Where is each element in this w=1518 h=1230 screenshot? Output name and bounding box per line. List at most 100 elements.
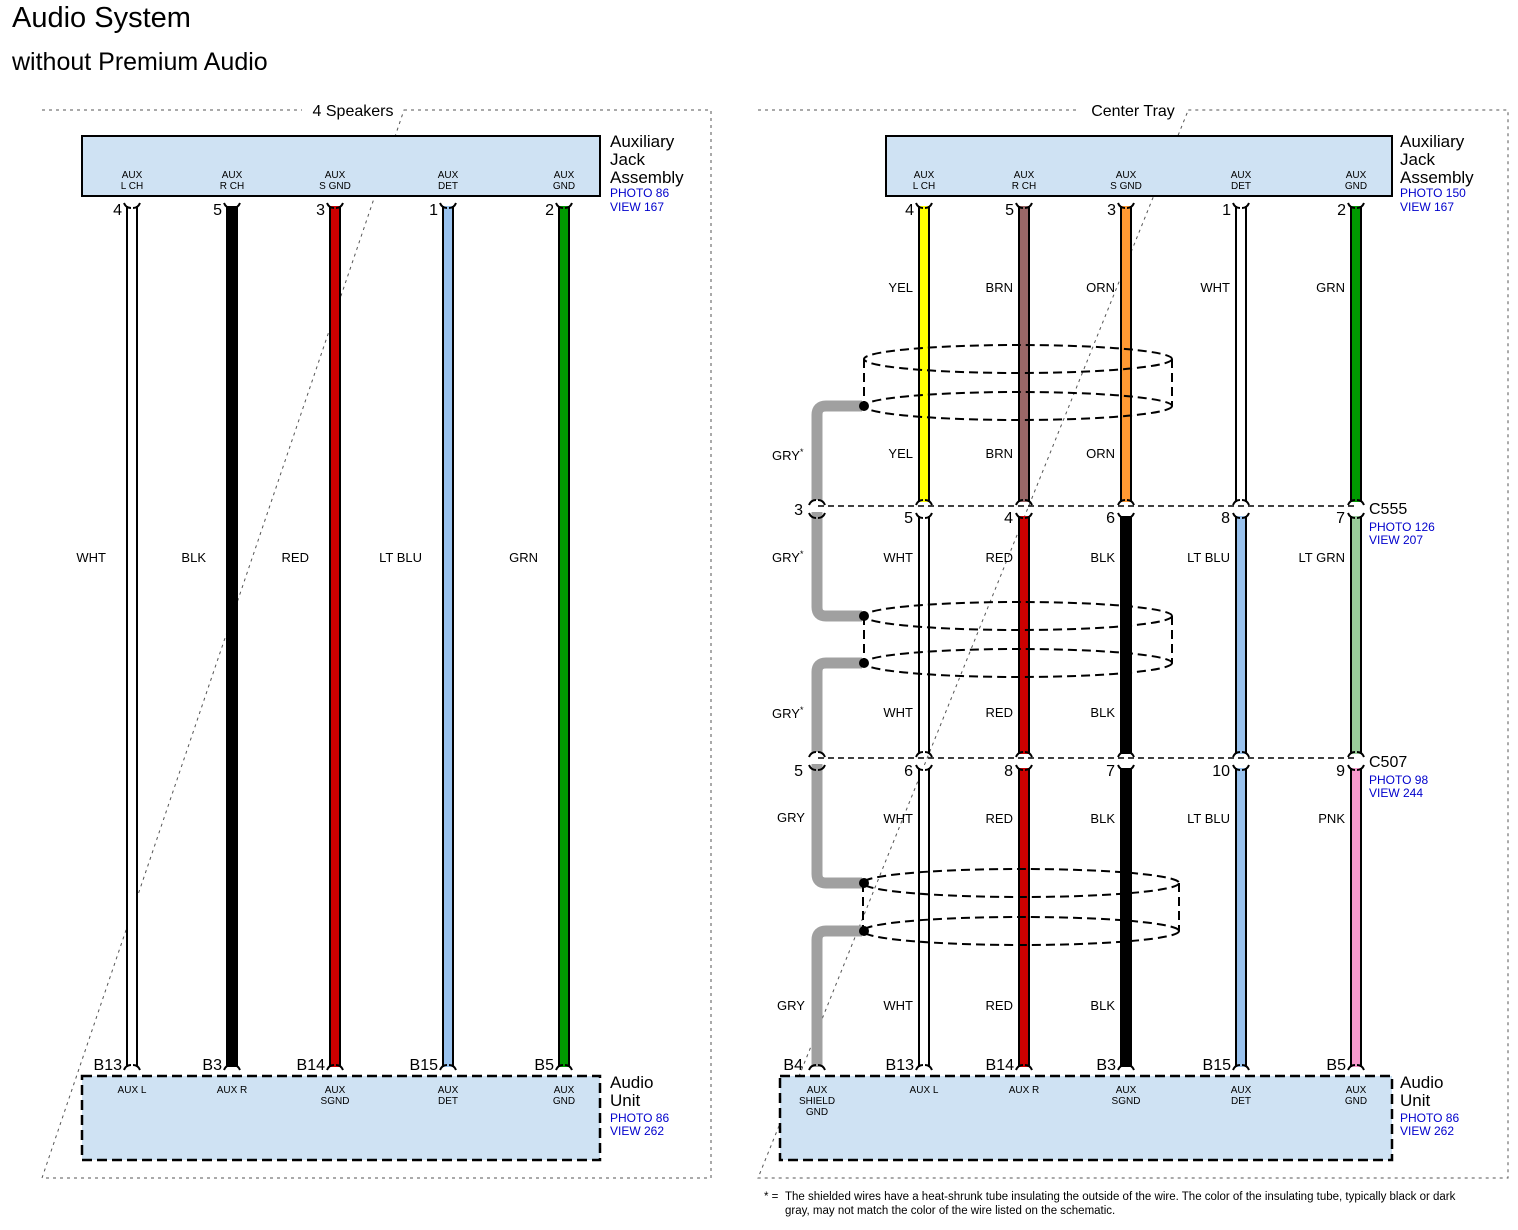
- c555-pin-cap-top: [1117, 499, 1135, 506]
- left-top-pin-number: 3: [316, 202, 325, 219]
- right-wire-color-label: WHT: [883, 705, 913, 720]
- footnote-text: The shielded wires have a heat-shrunk tu…: [785, 1191, 1456, 1217]
- shield-c555-pin-number: 3: [794, 502, 803, 519]
- right-bottom-pin-number: B5: [1326, 1057, 1346, 1074]
- shield-junction-dot: [859, 926, 869, 936]
- footnote-marker: * =: [764, 1191, 779, 1203]
- right-bottom-terminal-label: GND: [1345, 1096, 1367, 1107]
- right-bottom-terminal-label: AUX: [1346, 1085, 1367, 1096]
- page-title: Audio System: [12, 2, 191, 34]
- left-bottom-terminal-label: AUX: [554, 1085, 575, 1096]
- c555-pin-number: 4: [1004, 510, 1013, 527]
- c555-pin-cap-top: [1232, 499, 1250, 506]
- c507-pin-number: 8: [1004, 763, 1013, 780]
- shield-color-label-star: *: [800, 447, 804, 457]
- left-bottom-terminal-label: DET: [438, 1096, 458, 1107]
- left-top-terminal-label: AUX: [438, 170, 459, 181]
- left-bottom-pin-number: B3: [202, 1057, 222, 1074]
- right-wire-color-label: YEL: [888, 446, 913, 461]
- left-top-terminal-label: S GND: [319, 181, 351, 192]
- left-top-terminal-label: L CH: [121, 181, 143, 192]
- c555-pin-number: 5: [904, 510, 913, 527]
- left-wire-color-label: BLK: [181, 550, 206, 565]
- c555-pin-cap-bottom: [1117, 512, 1135, 519]
- right-audio-unit-box: [778, 1074, 1394, 1162]
- connector-c555-photo: PHOTO 126: [1369, 520, 1435, 534]
- left-top-pin-number: 5: [213, 202, 222, 219]
- right-top-terminal-label: S GND: [1110, 181, 1142, 192]
- right-top-pin-cap: [1117, 202, 1135, 209]
- left-top-pin-cap: [223, 202, 241, 209]
- left-aux-jack-name: Auxiliary: [610, 132, 675, 151]
- right-bottom-pin-cap: [1347, 1064, 1365, 1071]
- connector-c507-view: VIEW 244: [1369, 786, 1423, 800]
- right-top-terminal-label: AUX: [1346, 170, 1367, 181]
- left-top-terminal-label: DET: [438, 181, 458, 192]
- shield-junction-dot: [859, 878, 869, 888]
- right-bottom-pin-number: B13: [886, 1057, 915, 1074]
- c507-pin-cap-bottom: [1232, 764, 1250, 771]
- left-bottom-pin-cap: [123, 1064, 141, 1071]
- left-aux-jack-name: Assembly: [610, 168, 684, 187]
- right-audio-unit-photo: PHOTO 86: [1400, 1111, 1459, 1125]
- shield-junction-dot: [859, 658, 869, 668]
- right-wire-color-label: WHT: [1200, 280, 1230, 295]
- left-top-pin-number: 2: [545, 202, 554, 219]
- right-aux-jack-photo: PHOTO 150: [1400, 186, 1466, 200]
- right-top-terminal-label: AUX: [1116, 170, 1137, 181]
- right-wire-color-label: BLK: [1090, 550, 1115, 565]
- c555-pin-number: 7: [1336, 510, 1345, 527]
- shield-c555-cap-top: [808, 499, 826, 506]
- left-bottom-terminal-label: SGND: [321, 1096, 350, 1107]
- right-top-pin-number: 1: [1222, 202, 1231, 219]
- shield-color-label: GRY: [777, 810, 805, 825]
- shield-color-label: GRY*: [772, 705, 804, 721]
- left-aux-jack-photo: PHOTO 86: [610, 186, 669, 200]
- shield-bottom-pin-cap: [808, 1064, 826, 1071]
- right-wire-color-label: ORN: [1086, 280, 1115, 295]
- c555-pin-cap-bottom: [1232, 512, 1250, 519]
- right-wire-color-label: BRN: [986, 280, 1013, 295]
- c555-pin-number: 6: [1106, 510, 1115, 527]
- left-top-pin-number: 1: [429, 202, 438, 219]
- left-audio-unit-box: [80, 1074, 602, 1162]
- left-top-terminal-label: AUX: [222, 170, 243, 181]
- right-wire-color-label: WHT: [883, 550, 913, 565]
- right-wire-color-label: RED: [986, 550, 1013, 565]
- right-aux-jack-name: Auxiliary: [1400, 132, 1465, 151]
- left-aux-jack-name: Jack: [610, 150, 645, 169]
- left-wire-color-label: RED: [282, 550, 309, 565]
- right-wire-color-label: BLK: [1090, 705, 1115, 720]
- panel-right-frame: [757, 109, 1509, 1179]
- left-bottom-pin-number: B5: [534, 1057, 554, 1074]
- left-bottom-terminal-label: AUX: [325, 1085, 346, 1096]
- c507-pin-cap-top: [1015, 751, 1033, 758]
- right-wire-color-label: RED: [986, 705, 1013, 720]
- right-bottom-pin-number: B3: [1096, 1057, 1116, 1074]
- right-top-pin-cap: [1015, 202, 1033, 209]
- left-bottom-terminal-label: GND: [553, 1096, 575, 1107]
- c507-pin-number: 9: [1336, 763, 1345, 780]
- shield-wire-seg4: [811, 764, 862, 889]
- right-bottom-pin-number: B14: [986, 1057, 1015, 1074]
- connector-c555-name: C555: [1369, 501, 1407, 518]
- c507-pin-cap-bottom: [1347, 764, 1365, 771]
- left-bottom-terminal-label: AUX L: [118, 1085, 147, 1096]
- panel-left-frame-label: 4 Speakers: [313, 103, 394, 120]
- c555-pin-cap-top: [1015, 499, 1033, 506]
- c555-pin-cap-top: [1347, 499, 1365, 506]
- c555-pin-cap-top: [915, 499, 933, 506]
- shield-wire-seg1: [811, 400, 862, 500]
- left-audio-unit-name: Audio: [610, 1073, 653, 1092]
- left-wire-color-label: WHT: [76, 550, 106, 565]
- c555-pin-number: 8: [1221, 510, 1230, 527]
- c507-pin-cap-bottom: [915, 764, 933, 771]
- right-top-terminal-label: L CH: [913, 181, 935, 192]
- right-wire-color-label: BLK: [1090, 998, 1115, 1013]
- right-bottom-terminal-label: AUX: [1231, 1085, 1252, 1096]
- left-audio-unit-view: VIEW 262: [610, 1124, 664, 1138]
- right-aux-jack-box: [885, 135, 1393, 197]
- right-top-pin-number: 4: [905, 202, 914, 219]
- shield-bottom-terminal-label: GND: [806, 1107, 828, 1118]
- right-wire-color-label: GRN: [1316, 280, 1345, 295]
